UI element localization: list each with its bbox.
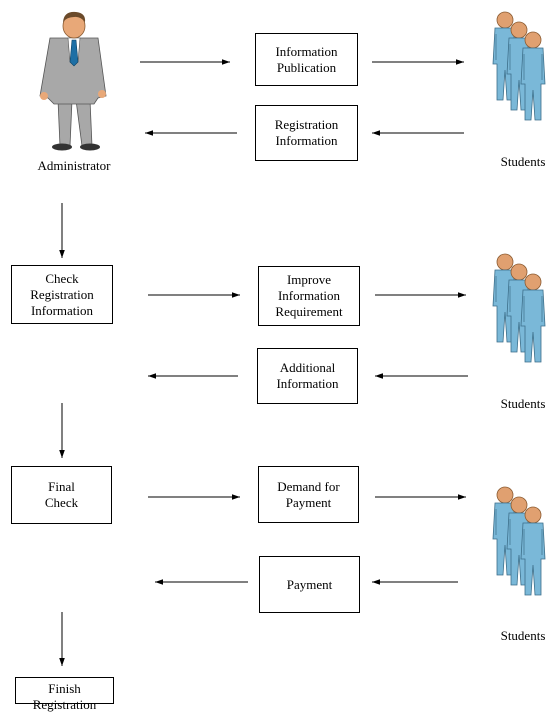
students-group-2 bbox=[492, 253, 546, 363]
final-check-box: Final Check bbox=[11, 466, 112, 524]
administrator-figure bbox=[39, 11, 107, 151]
information-publication-box: Information Publication bbox=[255, 33, 358, 86]
students-group-1 bbox=[492, 11, 546, 121]
additional-information-box: Additional Information bbox=[257, 348, 358, 404]
students-label-2: Students bbox=[500, 396, 546, 411]
students-group-3 bbox=[492, 486, 546, 596]
demand-for-payment-box: Demand for Payment bbox=[258, 466, 359, 523]
payment-box: Payment bbox=[259, 556, 360, 613]
students-label-1: Students bbox=[500, 154, 546, 169]
finish-registration-box: Finish Registration bbox=[15, 677, 114, 712]
registration-information-box: Registration Information bbox=[255, 105, 358, 161]
check-registration-box: Check Registration Information bbox=[11, 265, 113, 324]
administrator-label: Administrator bbox=[37, 158, 111, 173]
students-label-3: Students bbox=[500, 628, 546, 643]
improve-information-box: Improve Information Requirement bbox=[258, 266, 360, 326]
